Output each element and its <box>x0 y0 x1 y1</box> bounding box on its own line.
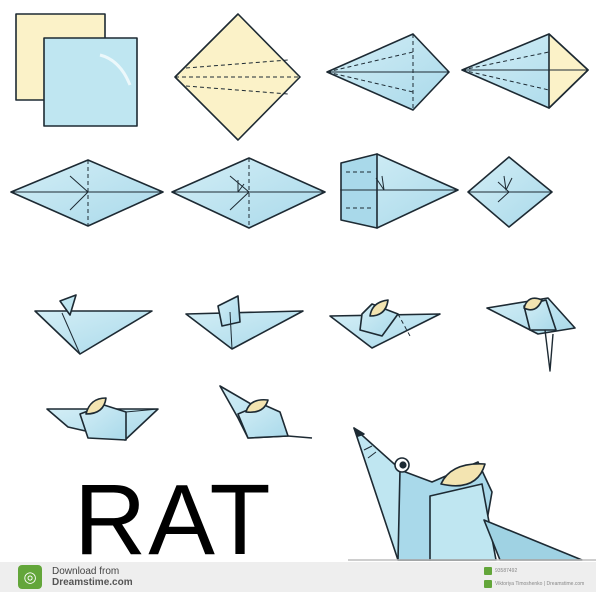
credit-badge-icon <box>484 580 492 588</box>
step-5-long-diamond <box>11 160 163 226</box>
step-3-kite <box>327 34 449 110</box>
download-from-text: Download from <box>52 566 119 577</box>
credit-text: Viktoriya Timoshenko | Dreamstime.com <box>495 581 584 587</box>
step-12-triangle-ear <box>487 298 575 371</box>
dreamstime-logo-icon: ◎ <box>18 565 42 589</box>
step-1-paper-squares <box>16 14 137 126</box>
step-9-triangle <box>35 295 152 354</box>
step-11-triangle-ear <box>330 300 440 348</box>
step-2-diamond <box>175 14 300 140</box>
step-14-rat-shape <box>220 386 312 438</box>
title-rat: RAT <box>74 470 273 570</box>
id-badge-icon <box>484 567 492 575</box>
step-6-long-diamond <box>172 158 325 228</box>
step-4-kite-fold <box>462 34 588 108</box>
dreamstime-site-text: Dreamstime.com <box>52 577 133 588</box>
step-7-long-diamond <box>341 154 458 228</box>
final-origami-rat <box>354 428 582 560</box>
image-id-text: 93587492 <box>495 568 517 574</box>
step-8-diamond <box>468 157 552 227</box>
step-13-rat-shape <box>47 398 158 440</box>
step-10-triangle <box>186 296 303 349</box>
